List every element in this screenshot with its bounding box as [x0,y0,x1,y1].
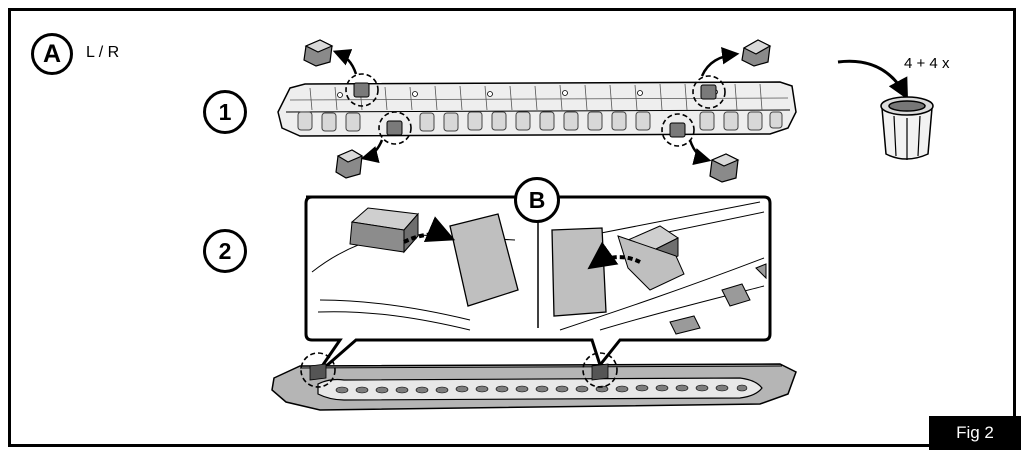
disposal-arrow [837,59,908,100]
removal-arrows [332,47,740,166]
detail-panel [304,195,772,377]
step-2-badge: 2 [203,229,247,273]
trash-bin-icon [880,96,934,160]
step-a-badge: A [31,33,73,75]
running-board [271,352,797,411]
quantity-label: 4 + 4 x [904,55,950,72]
clips-in-strip [353,82,717,138]
removed-clips [303,39,772,183]
step-1-badge: 1 [203,90,247,134]
clip-strip [277,81,797,137]
figure-label: Fig 2 [929,416,1021,450]
figure-frame [8,8,1016,447]
detail-b-badge: B [514,177,560,223]
side-label: L / R [86,44,120,61]
clip-location-circles [345,73,726,147]
